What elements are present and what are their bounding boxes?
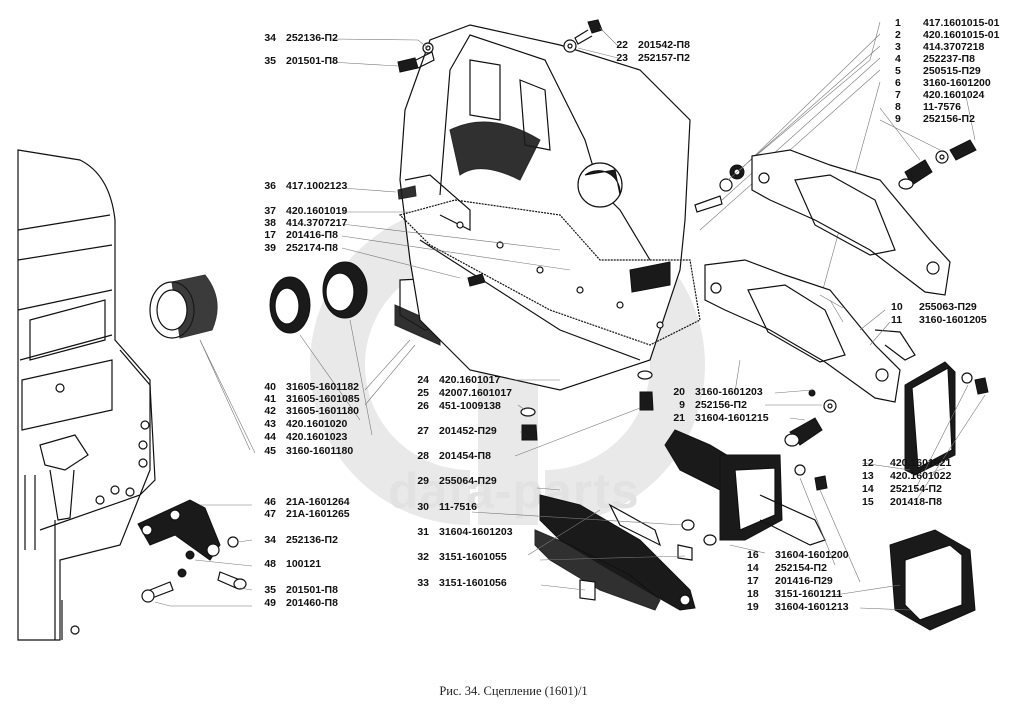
center-fasteners <box>467 273 654 457</box>
watermark-text: data-parts <box>388 463 640 519</box>
release-fork <box>471 487 717 611</box>
fasteners-right <box>694 21 977 301</box>
pivot-parts <box>765 389 837 447</box>
boot-cover <box>834 529 976 631</box>
fork-arm-lower <box>704 259 916 403</box>
cover-plate <box>861 361 989 503</box>
leader-lines <box>199 294 844 454</box>
figure-caption: Рис. 34. Сцепление (1601)/1 <box>439 684 588 698</box>
link-assembly <box>137 499 253 607</box>
release-bearing <box>149 274 251 451</box>
fork-arm-upper <box>751 149 951 296</box>
fork-shaft-assembly <box>664 429 861 583</box>
seal-rings <box>269 261 373 436</box>
engine-block <box>17 149 156 641</box>
fasteners-top <box>329 19 619 279</box>
clutch-housing <box>398 24 701 391</box>
